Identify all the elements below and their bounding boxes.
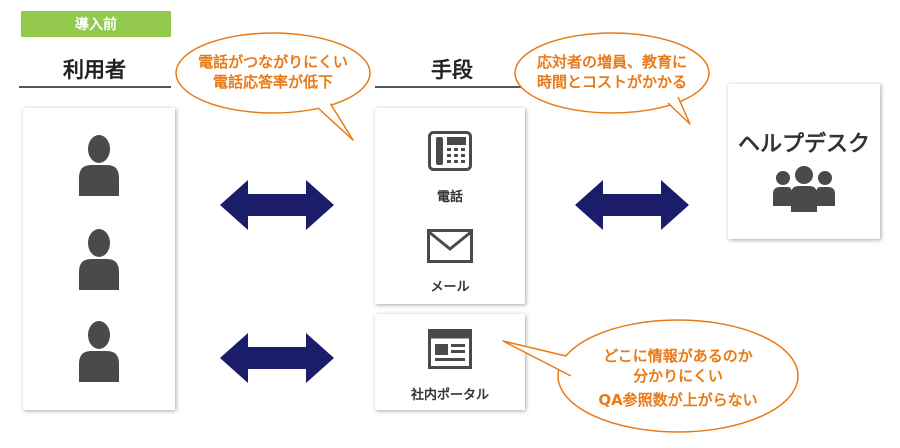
mail-label: メール xyxy=(430,280,470,295)
double-arrow-icon xyxy=(220,180,334,230)
means-heading: 手段 xyxy=(431,58,473,82)
portal-issue-line: QA参照数が上がらない xyxy=(598,391,758,409)
phone-mail-card: 電話 メール xyxy=(375,108,525,304)
portal-issue-text: どこに情報があるのか 分かりにくい QA参照数が上がらない xyxy=(560,346,796,410)
helpdesk-title: ヘルプデスク xyxy=(737,132,870,157)
user-icon xyxy=(79,321,119,382)
users-heading-rule xyxy=(19,86,171,88)
phone-issue-line: 電話応答率が低下 xyxy=(212,73,333,91)
telephone-icon xyxy=(428,131,472,171)
staff-issue-line: 時間とコストがかかる xyxy=(536,73,687,91)
users-card xyxy=(23,108,175,410)
helpdesk-card: ヘルプデスク xyxy=(728,84,880,239)
users-heading: 利用者 xyxy=(63,58,126,82)
portal-label: 社内ポータル xyxy=(410,388,489,403)
user-icon xyxy=(79,135,119,196)
double-arrow-icon xyxy=(220,333,334,383)
portal-card: 社内ポータル xyxy=(375,314,525,410)
status-badge: 導入前 xyxy=(21,11,171,37)
phone-issue-line: 電話がつながりにくい xyxy=(198,53,348,71)
envelope-icon xyxy=(427,229,473,263)
staff-issue-text: 応対者の増員、教育に 時間とコストがかかる xyxy=(515,52,709,92)
team-icon xyxy=(773,166,835,212)
portal-window-icon xyxy=(428,329,472,369)
phone-issue-text: 電話がつながりにくい 電話応答率が低下 xyxy=(176,52,370,92)
portal-issue-line: 分かりにくい xyxy=(633,367,723,385)
user-icon xyxy=(79,229,119,290)
double-arrow-icon xyxy=(575,180,689,230)
portal-issue-line: どこに情報があるのか xyxy=(603,347,753,365)
means-heading-rule xyxy=(375,86,527,88)
staff-issue-line: 応対者の増員、教育に xyxy=(536,53,687,71)
phone-label: 電話 xyxy=(436,190,463,205)
